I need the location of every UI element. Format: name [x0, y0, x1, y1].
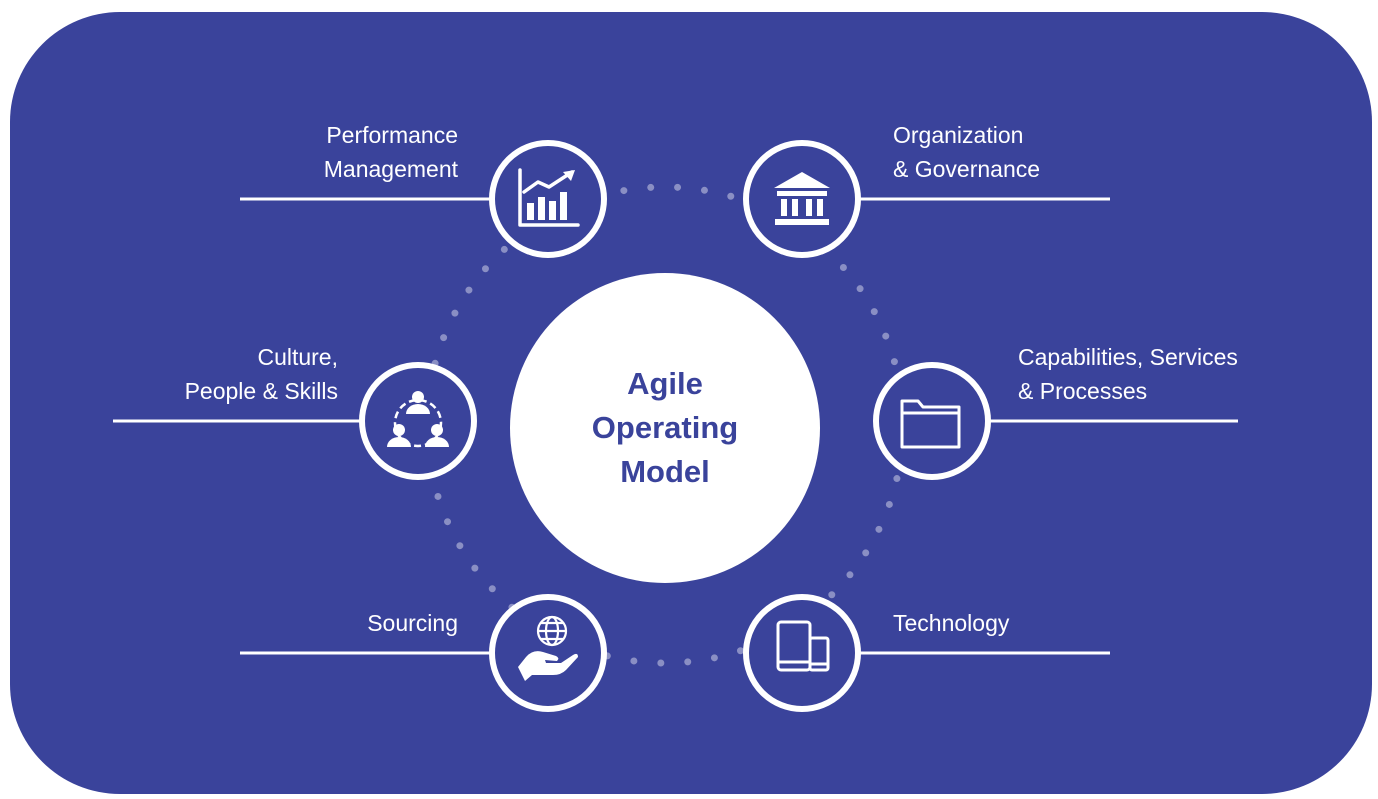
label-line: Capabilities, Services [1018, 344, 1238, 370]
tablet-phone-icon [776, 620, 830, 672]
node-ring-sourcing [489, 594, 607, 712]
center-title: Agile Operating Model [510, 273, 820, 583]
center-title-line-1: Agile [627, 366, 703, 401]
node-ring-performance-management [489, 140, 607, 258]
folder-icon [900, 399, 961, 449]
team-people-icon [387, 391, 449, 448]
label-line: Culture, [257, 344, 338, 370]
node-ring-capabilities-services-processes [873, 362, 991, 480]
label-line: Organization [893, 122, 1024, 148]
label-line: People & Skills [184, 378, 338, 404]
node-ring-culture-people-skills [359, 362, 477, 480]
label-culture-people-skills: Culture, People & Skills [185, 340, 338, 408]
center-circle [510, 273, 820, 583]
center-title-line-2: Operating [591, 410, 739, 445]
center-title-line-3: Model [620, 454, 710, 489]
label-technology: Technology [893, 606, 1009, 640]
label-line: Management [323, 156, 458, 182]
node-ring-organization-governance [743, 140, 861, 258]
label-capabilities-services-processes: Capabilities, Services & Processes [1018, 340, 1238, 408]
bar-chart-growth-icon [518, 168, 580, 227]
label-line: Technology [893, 610, 1010, 636]
label-line: Performance [326, 122, 458, 148]
node-ring-technology [743, 594, 861, 712]
government-building-icon [774, 172, 830, 225]
label-sourcing: Sourcing [367, 606, 458, 640]
label-performance-management: Performance Management [324, 118, 458, 186]
label-line: Sourcing [367, 610, 458, 636]
label-line: & Processes [1018, 378, 1148, 404]
hand-globe-icon [518, 615, 578, 681]
label-line: & Governance [893, 156, 1041, 182]
label-organization-governance: Organization & Governance [893, 118, 1040, 186]
